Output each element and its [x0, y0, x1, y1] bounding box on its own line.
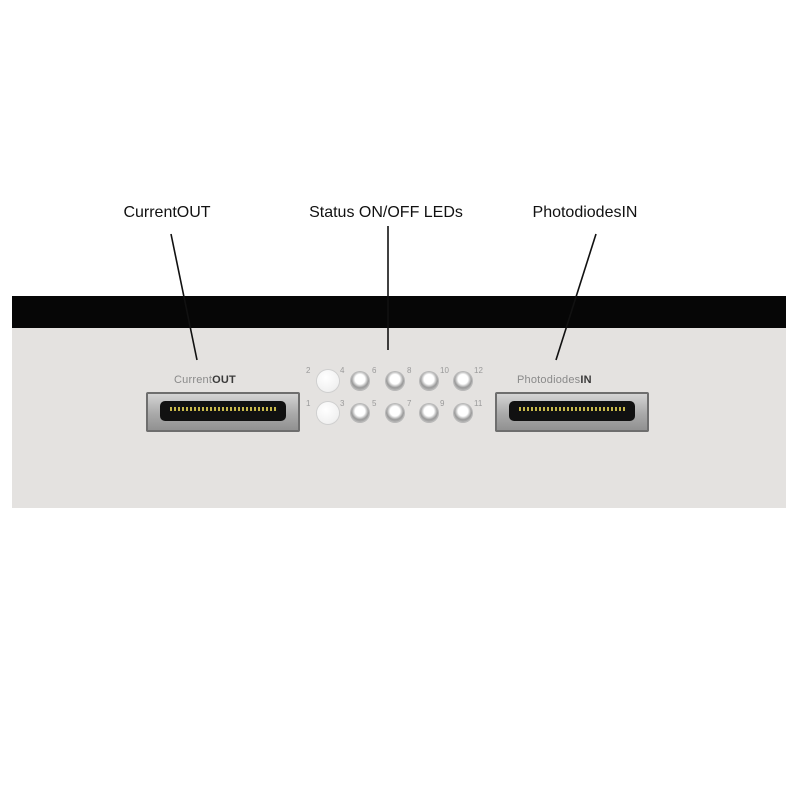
status-led — [386, 372, 404, 390]
photodiodes-in-port-label: PhotodiodesIN — [517, 374, 592, 386]
status-led — [454, 372, 472, 390]
current-out-connector-slot — [160, 401, 286, 421]
led-number: 2 — [306, 366, 311, 375]
callout-current-out: CurrentOUT — [123, 204, 211, 221]
status-led — [351, 372, 369, 390]
photodiodes-in-connector — [495, 392, 649, 432]
photodiodes-in-label-light: Photodiodes — [517, 374, 581, 386]
status-led — [420, 404, 438, 422]
status-led — [351, 404, 369, 422]
led-number: 4 — [340, 366, 345, 375]
led-number: 9 — [440, 399, 445, 408]
status-led — [386, 404, 404, 422]
current-out-label-light: Current — [174, 374, 213, 386]
led-number: 8 — [407, 366, 412, 375]
callout-photodiodes-in: PhotodiodesIN — [532, 204, 638, 221]
status-led — [317, 402, 339, 424]
callout-status-leds: Status ON/OFF LEDs — [309, 204, 463, 221]
led-number: 3 — [340, 399, 345, 408]
current-out-connector-pins — [170, 407, 276, 411]
current-out-connector — [146, 392, 300, 432]
photodiodes-in-leader-line — [555, 233, 597, 361]
current-out-leader-line — [170, 233, 198, 361]
current-out-label-bold: OUT — [212, 374, 236, 386]
current-out-port-label: CurrentOUT — [174, 374, 236, 386]
status-led — [317, 370, 339, 392]
led-number: 5 — [372, 399, 377, 408]
panel-top-edge — [12, 296, 786, 328]
photodiodes-in-label-bold: IN — [580, 374, 592, 386]
led-number: 11 — [474, 399, 483, 408]
led-number: 7 — [407, 399, 412, 408]
photodiodes-in-connector-pins — [519, 407, 625, 411]
photodiodes-in-connector-slot — [509, 401, 635, 421]
led-number: 1 — [306, 399, 311, 408]
led-number: 6 — [372, 366, 377, 375]
device-panel: CurrentOUT PhotodiodesIN 2 4 6 8 10 12 1… — [12, 296, 786, 508]
led-number: 10 — [440, 366, 449, 375]
status-led — [454, 404, 472, 422]
led-number: 12 — [474, 366, 483, 375]
status-led — [420, 372, 438, 390]
